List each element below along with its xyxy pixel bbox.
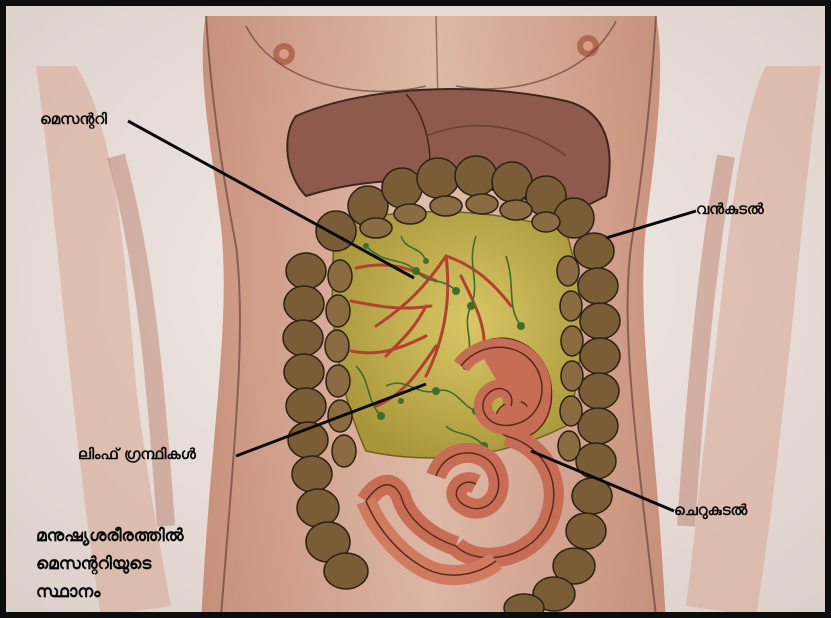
label-large-intestine: വൻകുടൽ xyxy=(696,200,764,218)
label-small-intestine: ചെറുകുടൽ xyxy=(674,501,747,519)
caption-line-3: സ്ഥാനം xyxy=(36,578,184,606)
caption-line-1: മനുഷ്യശരീരത്തിൽ xyxy=(36,522,184,550)
caption: മനുഷ്യശരീരത്തിൽ മെസന്ററിയുടെ സ്ഥാനം xyxy=(36,522,184,606)
caption-line-2: മെസന്ററിയുടെ xyxy=(36,550,184,578)
label-lymph-nodes: ലിംഫ് ഗ്രന്ഥികൾ xyxy=(78,445,196,463)
label-mesentery: മെസന്ററി xyxy=(40,110,107,128)
